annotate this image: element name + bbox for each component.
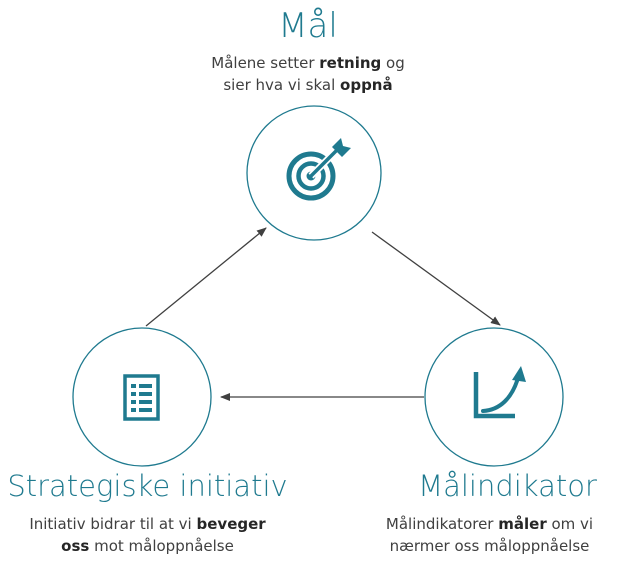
initiatives-description: Initiativ bidrar til at vi beveger oss m…: [10, 513, 285, 557]
indicator-desc-line-1: Målindikatorer måler om vi: [385, 515, 594, 533]
arrow-initiatives-to-goal: [145, 227, 267, 327]
initiatives-circle: [72, 327, 212, 467]
growth-chart-icon: [473, 366, 526, 419]
checklist-icon: [123, 374, 160, 421]
indicator-desc-line-2: nærmer oss måloppnåelse: [389, 537, 590, 555]
indicator-title: Målindikator: [418, 469, 597, 503]
indicator-circle: [424, 327, 564, 467]
arrow-goal-to-indicator: [371, 231, 501, 326]
goal-desc-line-2: sier hva vi skal oppnå: [223, 76, 393, 94]
target-icon: [286, 138, 351, 201]
indicator-description: Målindikatorer måler om vi nærmer oss må…: [362, 513, 617, 557]
initiatives-desc-line-1: Initiativ bidrar til at vi beveger: [29, 515, 266, 533]
goal-description: Målene setter retning og sier hva vi ska…: [168, 52, 448, 96]
initiatives-desc-line-2: oss mot måloppnåelse: [61, 537, 234, 555]
initiatives-title: Strategiske initiativ: [7, 469, 288, 503]
goal-desc-line-1: Målene setter retning og: [211, 54, 405, 72]
goal-title: Mål: [278, 6, 338, 46]
